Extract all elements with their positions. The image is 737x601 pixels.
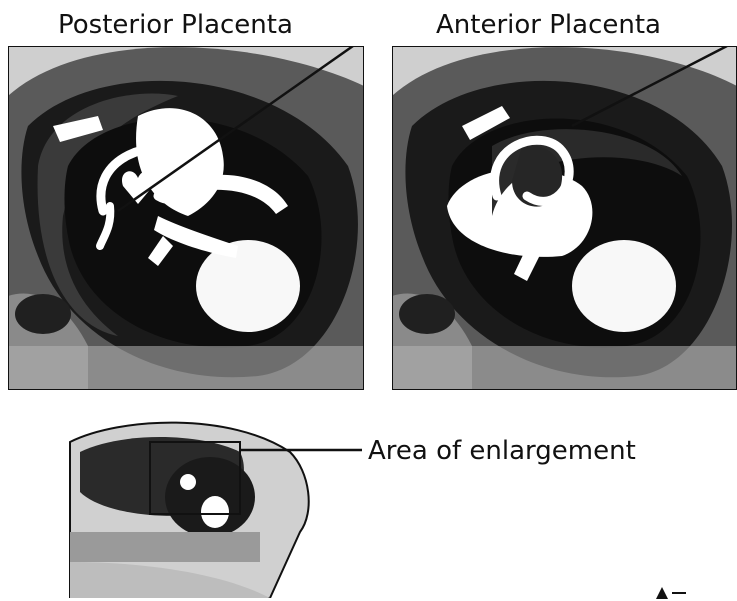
spine-pelvis — [70, 532, 260, 562]
anterior-placenta-illustration — [392, 46, 737, 390]
posterior-placenta-illustration — [8, 46, 364, 390]
pelvic-organ — [15, 294, 71, 334]
pelvic-organ — [399, 294, 455, 334]
area-of-enlargement-label: Area of enlargement — [368, 438, 636, 464]
fetal-head-small — [201, 496, 229, 528]
fetal-head — [196, 240, 300, 332]
fetal-body-small — [180, 474, 196, 490]
lower-tissue — [8, 346, 364, 390]
fetal-head — [572, 240, 676, 332]
corner-triangle — [656, 587, 668, 599]
posterior-placenta-title: Posterior Placenta — [58, 12, 293, 38]
callout-leader — [240, 440, 370, 460]
anterior-placenta-title: Anterior Placenta — [436, 12, 661, 38]
lower-tissue — [392, 346, 737, 390]
corner-mark — [650, 583, 690, 601]
